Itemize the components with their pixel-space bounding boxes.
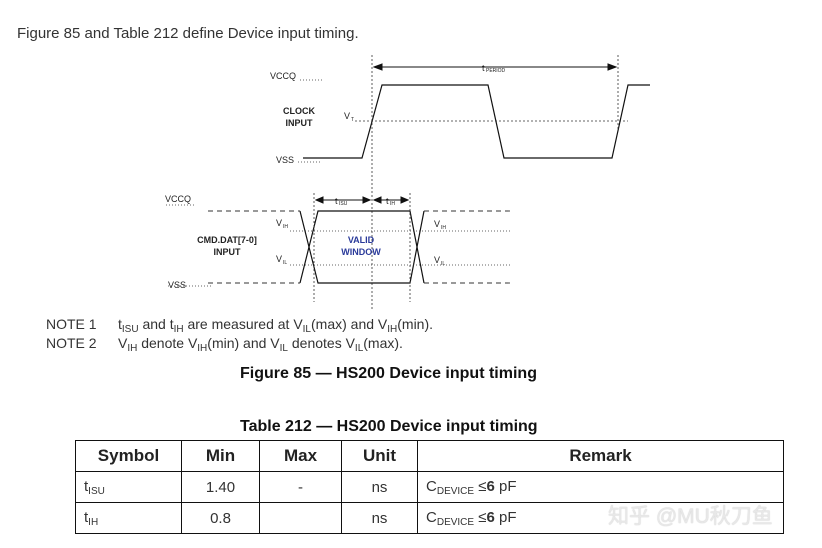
note-2-label: NOTE 2 [46,335,97,351]
header-remark: Remark [417,440,784,472]
clock-input-label-2: INPUT [286,118,314,128]
vil-left-label-sub: IL [283,260,287,266]
t-period-label: t [482,63,485,73]
watermark: 知乎 @MU秋刀鱼 [608,505,773,528]
table-row: tIH 0.8 ns CDEVICE ≤6 pF [75,502,784,534]
t-ih-label-sub: IH [390,201,395,207]
t-isu-label-sub: ISU [339,201,348,207]
cmd-input-label-1: CMD.DAT[7-0] [197,235,257,245]
valid-window-label-2: WINDOW [341,247,381,257]
header-max: Max [259,440,342,472]
table-row: tISU 1.40 - ns CDEVICE ≤6 pF [75,471,784,503]
table-caption: Table 212 — HS200 Device input timing [240,418,538,435]
t-period-label-sub: PERIOD [486,68,506,74]
cell-min: 1.40 [181,471,260,503]
vccq-bottom-label: VCCQ [165,194,191,204]
header-min: Min [181,440,260,472]
data-dashed-levels [208,210,510,284]
cell-symbol: tIH [75,502,182,534]
vih-left-label: V [276,218,282,228]
t-isu-label: t [335,196,338,206]
cell-max: - [259,471,342,503]
header-unit: Unit [341,440,418,472]
cell-max [259,502,342,534]
vss-bottom-label: VSS [168,280,186,290]
data-eye [299,210,425,284]
cell-symbol: tISU [75,471,182,503]
cell-remark: CDEVICE ≤6 pF [417,471,784,503]
vil-right-label-sub: IL [441,261,445,267]
vih-right-label: V [434,219,440,229]
clock-waveform [303,84,650,159]
vil-left-label: V [276,254,282,264]
data-dotted-thresholds [290,230,510,266]
timing-table: Symbol Min Max Unit Remark tISU 1.40 - n… [75,440,784,534]
valid-window-label-1: VALID [348,235,375,245]
vccq-top-label: VCCQ [270,71,296,81]
cell-unit: ns [341,471,418,503]
cell-unit: ns [341,502,418,534]
vil-right-label: V [434,255,440,265]
vt-label-sub: T [351,117,354,123]
t-ih-label: t [386,196,389,206]
t-isu-arrow [314,196,372,204]
cell-remark: CDEVICE ≤6 pF [417,502,784,534]
t-ih-arrow [372,196,410,204]
vih-right-label-sub: IH [441,225,446,231]
t-period-arrow [372,63,618,71]
figure-caption: Figure 85 — HS200 Device input timing [240,365,537,382]
intro-text: Figure 85 and Table 212 define Device in… [17,25,359,42]
clock-input-label-1: CLOCK [283,106,315,116]
vt-label: V [344,111,350,121]
vss-top-label: VSS [276,155,294,165]
vih-left-label-sub: IH [283,224,288,230]
timing-diagram: VCCQ CLOCK INPUT V T VSS t PERIOD VCCQ t… [165,55,650,310]
cell-min: 0.8 [181,502,260,534]
header-symbol: Symbol [75,440,182,472]
table-header-row: Symbol Min Max Unit Remark [75,440,784,472]
cmd-input-label-2: INPUT [214,247,242,257]
note-1-label: NOTE 1 [46,316,97,332]
